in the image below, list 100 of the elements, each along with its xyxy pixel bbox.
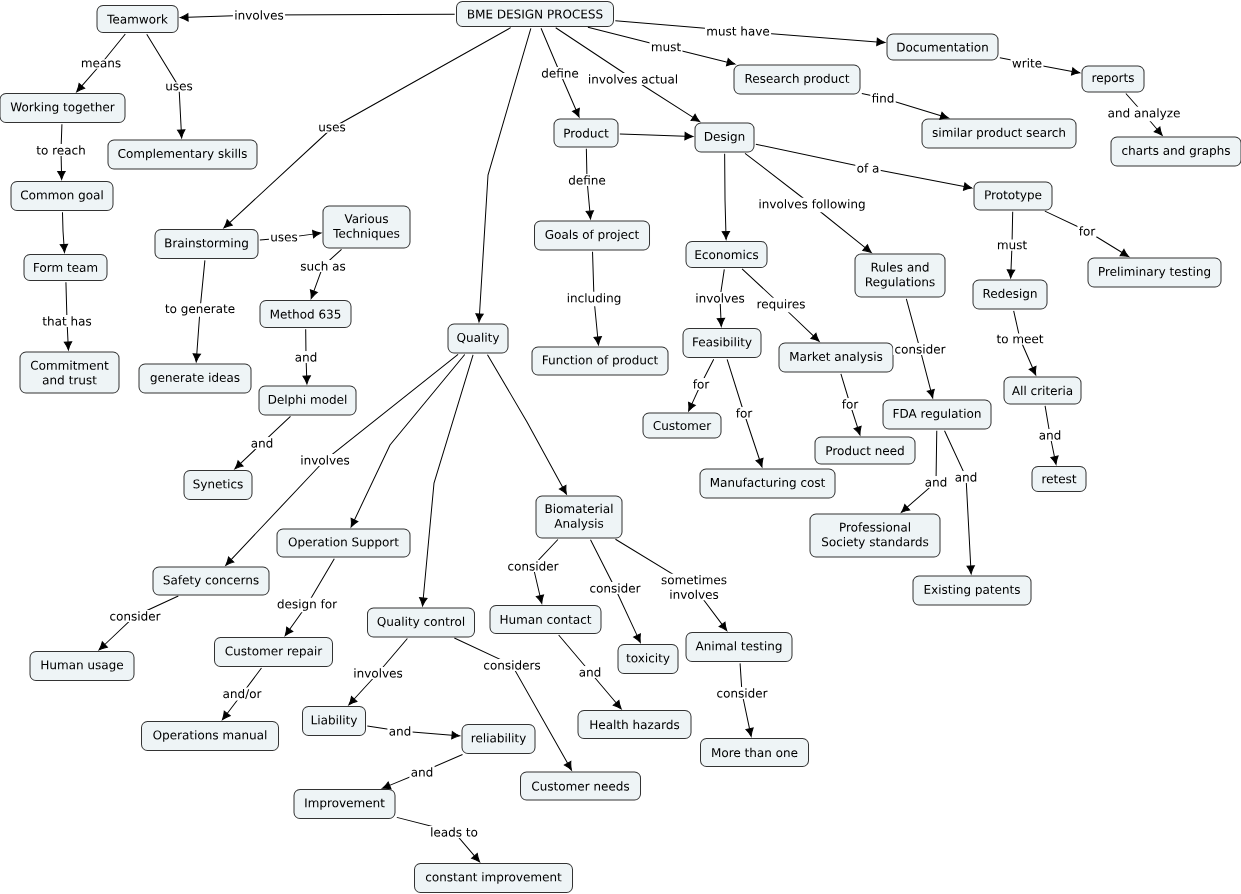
arrow — [453, 637, 572, 771]
edge-label: consider — [108, 610, 162, 622]
concept-box: Common goal — [10, 181, 114, 211]
concept-box: Delphi model — [258, 385, 357, 416]
edge-label: define — [539, 67, 581, 79]
concept-box: Commitment and trust — [19, 351, 120, 394]
concept-box: Professional Society standards — [809, 513, 941, 558]
concept-box: FDA regulation — [882, 399, 992, 430]
arrow — [350, 354, 466, 528]
edge-label: and analyze — [1106, 106, 1182, 122]
edge-label: sometimes involves — [655, 573, 733, 601]
edge-label: requires — [755, 297, 807, 313]
concept-box: Documentation — [886, 33, 999, 61]
edge-label: and/or — [221, 687, 263, 701]
concept-box: Teamwork — [96, 5, 179, 33]
arrow — [302, 328, 311, 385]
concept-box: Design — [694, 122, 755, 153]
edge-label: uses — [163, 82, 195, 92]
edge-label: that has — [41, 315, 94, 327]
arrow — [755, 143, 973, 191]
arrow — [192, 259, 206, 363]
edge-label: for — [1077, 225, 1097, 237]
concept-box: Rules and Regulations — [854, 253, 946, 298]
edge-label: find — [870, 92, 896, 104]
concept-box: BME DESIGN PROCESS — [456, 1, 614, 27]
concept-box: Biomaterial Analysis — [535, 495, 623, 539]
arrow — [688, 358, 715, 412]
arrow — [590, 539, 641, 643]
concept-box: Function of product — [531, 346, 669, 376]
edge-label: involves following — [757, 197, 867, 213]
concept-box: Market analysis — [778, 342, 894, 373]
concept-box: Research product — [733, 64, 861, 95]
arrow — [223, 27, 512, 229]
edge-label: design for — [275, 597, 339, 613]
edge-label: consider — [506, 560, 560, 572]
arrow — [1125, 93, 1163, 136]
arrow — [59, 211, 69, 253]
concept-box: reports — [1081, 65, 1145, 93]
concept-box: Redesign — [972, 279, 1048, 310]
concept-box: Form team — [23, 254, 108, 281]
concept-box: Liability — [302, 706, 366, 736]
arrow — [540, 27, 580, 118]
concept-box: More than one — [700, 738, 809, 767]
edge-label: including — [565, 291, 623, 307]
edge-label: to generate — [163, 303, 237, 317]
edge-label: involves — [351, 667, 405, 679]
arrow — [1044, 210, 1130, 258]
concept-box: Improvement — [293, 789, 396, 819]
edge-label: involves — [232, 9, 286, 21]
arrow — [944, 430, 975, 575]
arrow — [225, 353, 459, 566]
concept-box: Feasibility — [682, 328, 762, 358]
arrow — [419, 354, 474, 607]
edge-label: consider — [715, 687, 769, 699]
arrow — [741, 268, 820, 342]
concept-box: Product — [553, 118, 619, 148]
edge-label: for — [691, 378, 711, 390]
edge-label: to reach — [34, 144, 88, 156]
concept-box: All criteria — [1003, 376, 1082, 405]
arrow — [1044, 405, 1059, 465]
concept-box: Existing patents — [912, 575, 1032, 606]
concept-box: generate ideas — [138, 363, 252, 394]
edge-label: leads to — [428, 826, 480, 838]
concept-box: charts and graphs — [1110, 136, 1241, 167]
edge-label: means — [79, 59, 123, 69]
edge-label: must — [649, 41, 683, 53]
edge-label: and — [577, 666, 603, 678]
arrow — [98, 595, 179, 651]
concept-box: Quality — [447, 323, 509, 354]
concept-box: Method 635 — [259, 300, 352, 328]
concept-box: Various Techniques — [322, 205, 411, 249]
edge-label: and — [1037, 429, 1063, 441]
arrow — [900, 430, 938, 513]
concept-box: Synetics — [183, 470, 253, 500]
concept-box: Economics — [685, 241, 768, 268]
edge-label: and — [953, 471, 979, 483]
concept-box: retest — [1031, 466, 1087, 492]
arrow — [475, 27, 532, 323]
edge-label: for — [734, 407, 754, 419]
arrow — [1013, 310, 1037, 376]
concept-box: Prototype — [973, 181, 1053, 211]
concept-box: Health hazards — [577, 710, 692, 739]
edge-label: involves — [693, 292, 747, 304]
concept-box: toxicity — [617, 644, 679, 674]
edge-label: must — [995, 239, 1029, 251]
arrow — [555, 27, 701, 123]
edge-label: and — [387, 725, 413, 737]
arrow — [739, 662, 754, 737]
arrow — [592, 251, 602, 346]
concept-box: Safety concerns — [152, 566, 270, 596]
edge-label: and — [923, 476, 949, 488]
edge-label: consider — [588, 582, 642, 594]
edge-label: and — [293, 351, 319, 363]
concept-box: Working together — [0, 93, 126, 123]
arrow — [309, 248, 343, 299]
concept-box: Operation Support — [276, 528, 411, 558]
concept-box: Manufacturing cost — [699, 468, 836, 499]
arrow — [1006, 211, 1016, 279]
concept-box: Product need — [814, 436, 916, 465]
arrow — [721, 153, 731, 240]
